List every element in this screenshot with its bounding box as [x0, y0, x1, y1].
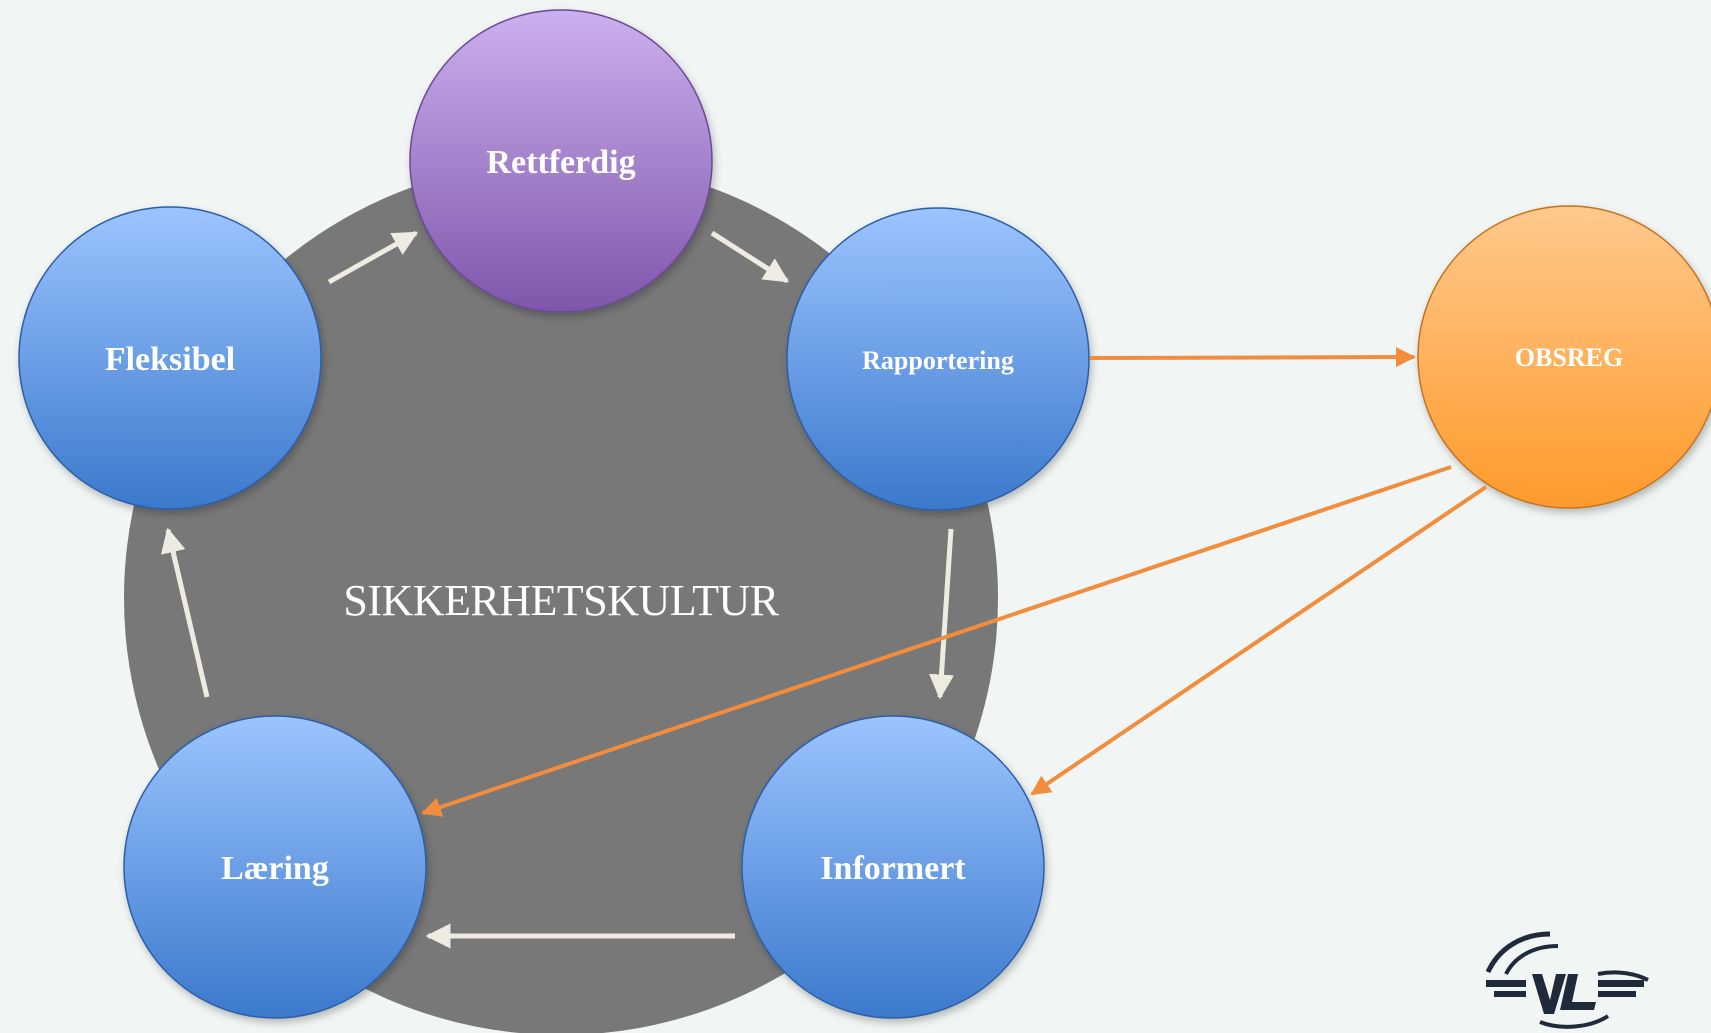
arrow-rapportering-to-obsreg [1089, 347, 1416, 368]
nl-logo-icon [1485, 931, 1649, 1029]
node-rettferdig-label: Rettferdig [486, 144, 635, 181]
node-laering: Læring [123, 715, 427, 1019]
arrow-laering-to-fleksibel [160, 527, 210, 698]
node-fleksibel: Fleksibel [18, 206, 322, 510]
arrow-rettferdig-to-rapportering [710, 230, 790, 284]
arrow-obsreg-to-informert [1030, 485, 1488, 796]
node-informert-label: Informert [820, 850, 966, 887]
node-rettferdig: Rettferdig [409, 9, 713, 313]
obsreg-arrows [421, 347, 1488, 817]
cycle-arrows [160, 230, 954, 949]
node-obsreg: OBSREG [1417, 205, 1711, 509]
node-rapportering-label: Rapportering [862, 346, 1014, 375]
node-rapportering: Rapportering [786, 207, 1090, 511]
node-laering-label: Læring [221, 850, 329, 887]
arrow-fleksibel-to-rettferdig [327, 230, 419, 285]
node-informert: Informert [741, 715, 1045, 1019]
arrow-rapportering-to-informert [928, 528, 954, 700]
node-fleksibel-label: Fleksibel [105, 341, 235, 378]
arrow-obsreg-to-laering [421, 465, 1452, 817]
center-label: SIKKERHETSKULTUR [343, 576, 779, 625]
node-obsreg-label: OBSREG [1515, 343, 1623, 372]
